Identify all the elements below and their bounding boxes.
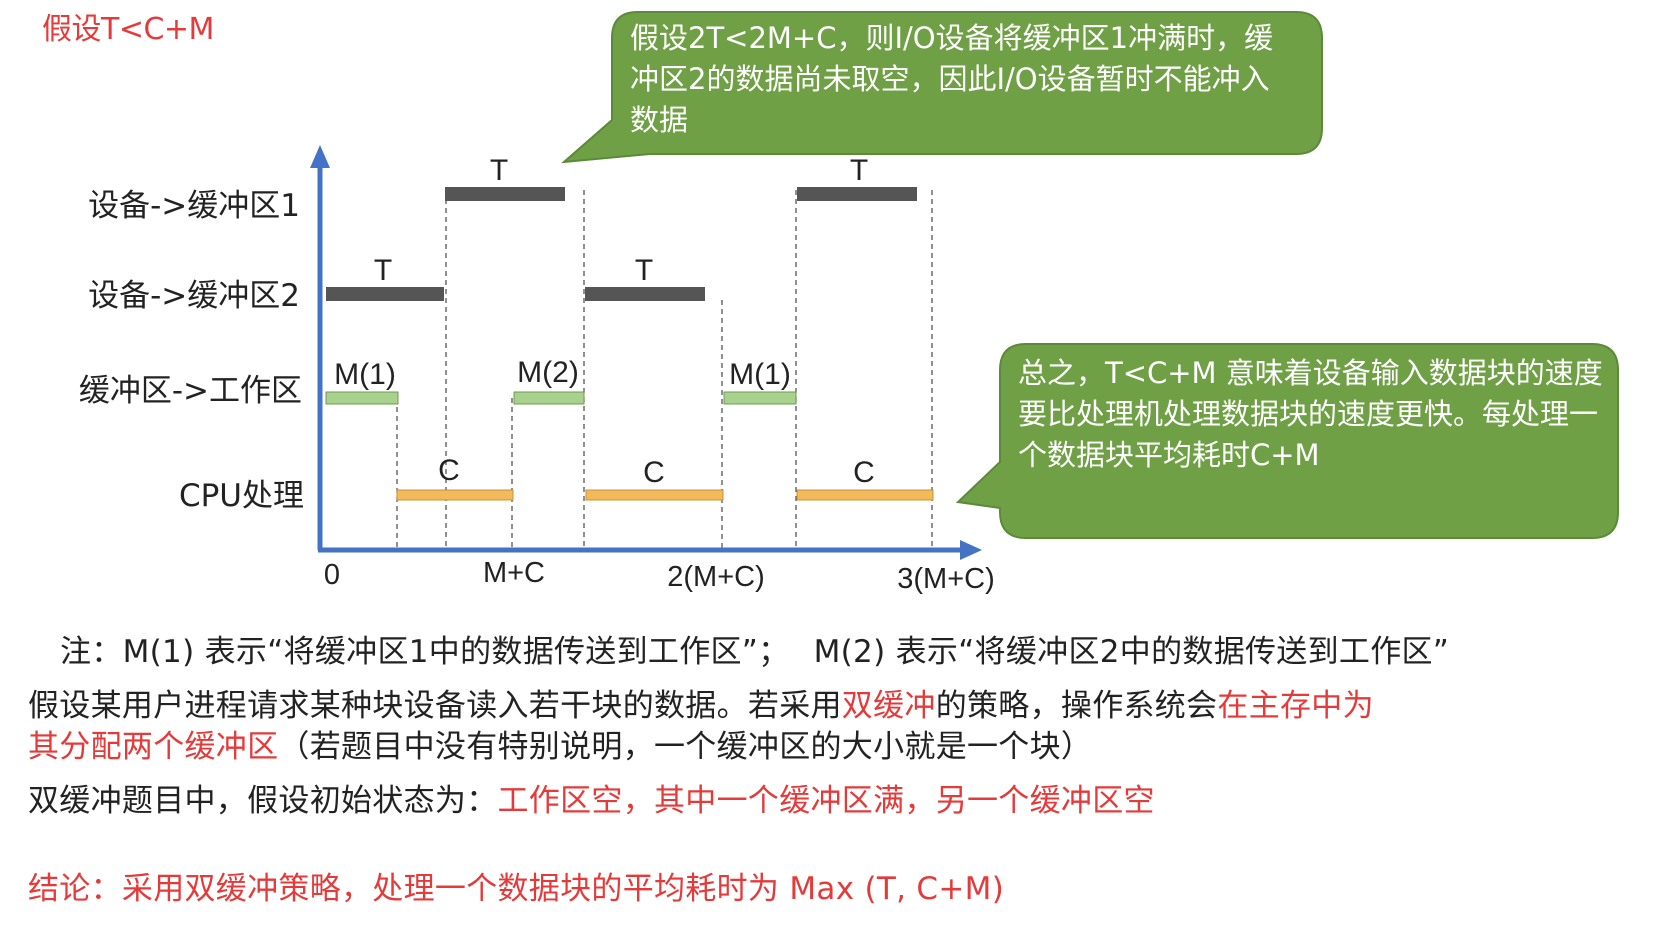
row-label-buffer-workarea: 缓冲区->工作区 <box>78 373 302 409</box>
bar-T-buffer2-b <box>585 287 705 301</box>
para1-text-a: 假设某用户进程请求某种块设备读入若干块的数据。若采用 <box>28 688 842 724</box>
bar-T-buffer2-a <box>326 287 444 301</box>
tick-m-plus-c: M+C <box>483 557 545 589</box>
note-m1: 注：M(1) 表示“将缓冲区1中的数据传送到工作区”； <box>60 634 790 670</box>
label-M1: M(1) <box>334 358 396 391</box>
bar-M1-a <box>325 391 399 405</box>
x-axis-arrow <box>960 540 982 560</box>
axes <box>310 145 982 560</box>
bar-C-b <box>585 489 724 501</box>
tick-2m-plus-c: 2(M+C) <box>667 561 764 593</box>
para1-highlight-double-buffer: 双缓冲 <box>841 688 936 724</box>
para1-text-f: （若题目中没有特别说明，一个缓冲区的大小就是一个块） <box>278 729 1093 765</box>
label-M2: M(2) <box>517 356 579 389</box>
bar-C-c <box>796 489 934 501</box>
label-M1: M(1) <box>729 358 791 391</box>
label-T: T <box>374 254 392 287</box>
callout-right-shape <box>955 343 1619 539</box>
para2-highlight-initial-state: 工作区空，其中一个缓冲区满，另一个缓冲区空 <box>497 783 1155 819</box>
callout-top-text: 假设2T<2M+C，则I/O设备将缓冲区1冲满时，缓冲区2的数据尚未取空，因此I… <box>630 21 1274 137</box>
note-m2: M(2) 表示“将缓冲区2中的数据传送到工作区” <box>813 634 1450 670</box>
para1-line1: 假设某用户进程请求某种块设备读入若干块的数据。若采用双缓冲的策略，操作系统会在主… <box>28 680 1374 725</box>
label-C: C <box>643 456 665 489</box>
label-T: T <box>635 254 653 287</box>
para2-line: 双缓冲题目中，假设初始状态为：工作区空，其中一个缓冲区满，另一个缓冲区空 <box>28 775 1155 820</box>
bar-M2 <box>513 391 585 405</box>
label-C: C <box>853 456 875 489</box>
row-label-cpu: CPU处理 <box>178 478 304 514</box>
conclusion: 结论：采用双缓冲策略，处理一个数据块的平均耗时为 Max (T, C+M) <box>28 871 1005 907</box>
bar-C-a <box>396 489 514 501</box>
para2-text-a: 双缓冲题目中，假设初始状态为： <box>28 783 498 819</box>
label-T: T <box>850 154 868 187</box>
slide-title: 假设T<C+M <box>42 12 214 47</box>
row-label-device-buffer2: 设备->缓冲区2 <box>88 278 300 314</box>
tick-0: 0 <box>324 559 340 591</box>
row-label-device-buffer1: 设备->缓冲区1 <box>88 188 300 224</box>
para1-text-c: 的策略，操作系统会 <box>935 688 1218 724</box>
para1-line2: 其分配两个缓冲区（若题目中没有特别说明，一个缓冲区的大小就是一个块） <box>28 721 1092 766</box>
note-line: 注：M(1) 表示“将缓冲区1中的数据传送到工作区”； M(2) 表示“将缓冲区… <box>60 626 1449 671</box>
label-T: T <box>490 154 508 187</box>
callout-right-text: 总之，T<C+M 意味着设备输入数据块的速度要比处理机处理数据块的速度更快。每处… <box>1018 356 1603 472</box>
label-C: C <box>438 454 460 487</box>
callout-top <box>561 11 1323 164</box>
callout-top-shape <box>561 11 1323 164</box>
bar-T-buffer1-a <box>445 187 565 201</box>
para1-highlight-two-buffers: 其分配两个缓冲区 <box>28 729 279 765</box>
timing-diagram: T T T T M(1) M(2) M(1) C C C 0 M+C 2(M+C… <box>310 11 1619 595</box>
bar-T-buffer1-b <box>797 187 917 201</box>
y-axis-arrow <box>310 145 330 168</box>
bar-M1-b <box>723 391 797 405</box>
dashed-guides <box>396 190 933 548</box>
para1-highlight-main-memory: 在主存中为 <box>1217 688 1374 724</box>
callout-right <box>955 343 1619 539</box>
tick-3m-plus-c: 3(M+C) <box>897 563 994 595</box>
